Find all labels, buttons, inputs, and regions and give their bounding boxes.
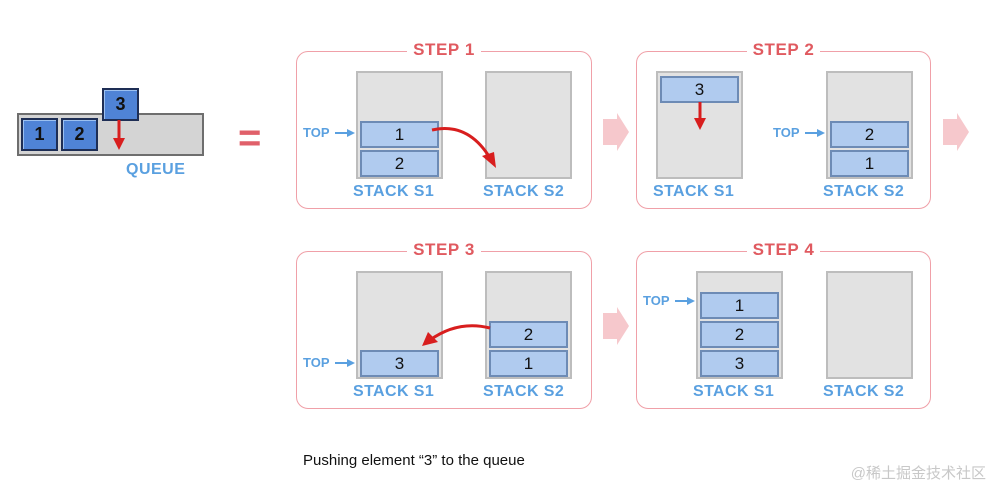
step-2-s1-label: STACK S1	[653, 183, 735, 200]
step-4-s1-label: STACK S1	[693, 383, 775, 400]
figure-caption: Pushing element “3” to the queue	[303, 452, 525, 469]
watermark: @稀土掘金技术社区	[850, 465, 986, 482]
queue-item: 2	[61, 118, 98, 151]
step-4-title: STEP 4	[746, 240, 821, 259]
step-2-stack-s2: 2 1	[826, 71, 913, 179]
step-1-s1-item: 2	[360, 150, 439, 177]
queue-item: 1	[21, 118, 58, 151]
step-1-s1-label: STACK S1	[353, 183, 435, 200]
step-1-s1-item: 1	[360, 121, 439, 148]
step-1-top-arrow	[335, 129, 355, 137]
step-3-title: STEP 3	[407, 240, 481, 259]
step-2-s2-item: 1	[830, 150, 909, 177]
step-3-s2-label: STACK S2	[483, 383, 565, 400]
step-2-top-label: TOP	[773, 125, 800, 140]
equals-sign: =	[238, 116, 262, 160]
step-3-top-arrow	[335, 359, 355, 367]
step-1-panel: STEP 1	[296, 40, 592, 209]
next-step-arrow-icon	[943, 113, 969, 151]
step-3-top-label: TOP	[303, 355, 330, 370]
step-2-stack-s1: 3	[656, 71, 743, 179]
queue-label: QUEUE	[126, 161, 186, 178]
step-4-top-arrow	[675, 297, 695, 305]
step-3-s1-label: STACK S1	[353, 383, 435, 400]
step-3-s2-item: 1	[489, 350, 568, 377]
step-1-title: STEP 1	[407, 40, 481, 59]
step-4-stack-s1: 1 2 3	[696, 271, 783, 379]
step-2-push-arrow	[694, 102, 706, 130]
queue-incoming-item: 3	[102, 88, 139, 121]
step-3-s1-item: 3	[360, 350, 439, 377]
step-3-s2-item: 2	[489, 321, 568, 348]
step-2-top-arrow	[805, 129, 825, 137]
step-1-stack-s2	[485, 71, 572, 179]
step-3-transfer-arrow	[422, 324, 491, 346]
step-2-panel: STEP 2	[636, 40, 931, 209]
step-2-title: STEP 2	[746, 40, 821, 59]
queue-push-arrow	[113, 120, 125, 150]
step-4-panel: STEP 4	[636, 240, 931, 409]
step-1-transfer-arrow	[431, 127, 496, 168]
step-3-stack-s1: 3	[356, 271, 443, 379]
next-step-arrow-icon	[603, 307, 629, 345]
step-4-s1-item: 3	[700, 350, 779, 377]
step-4-stack-s2	[826, 271, 913, 379]
step-1-top-label: TOP	[303, 125, 330, 140]
step-3-panel: STEP 3	[296, 240, 592, 409]
step-4-s1-item: 1	[700, 292, 779, 319]
step-4-s1-item: 2	[700, 321, 779, 348]
step-2-s1-incoming-item: 3	[660, 76, 739, 103]
step-3-stack-s2: 2 1	[485, 271, 572, 379]
step-1-stack-s1: 1 2	[356, 71, 443, 179]
step-4-top-label: TOP	[643, 293, 670, 308]
step-1-s2-label: STACK S2	[483, 183, 565, 200]
step-2-s2-item: 2	[830, 121, 909, 148]
step-2-s2-label: STACK S2	[823, 183, 905, 200]
step-4-s2-label: STACK S2	[823, 383, 905, 400]
next-step-arrow-icon	[603, 113, 629, 151]
